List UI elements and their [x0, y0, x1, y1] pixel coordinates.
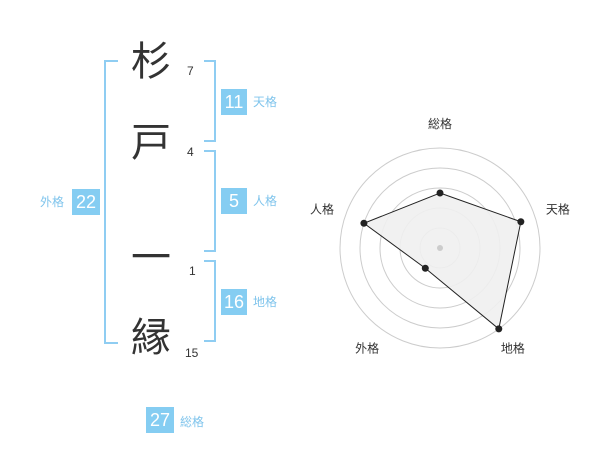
chikaku-bracket [204, 260, 216, 342]
soukaku-label: 総格 [180, 415, 205, 429]
radar-points [360, 189, 525, 333]
radar-axis-label: 地格 [501, 340, 525, 355]
chikaku-label: 地格 [253, 295, 278, 309]
radar-ring-5 [339, 147, 541, 349]
name-char-2: 戸 [131, 120, 171, 166]
stroke-count-4: 15 [185, 346, 199, 360]
radar-point [436, 189, 444, 197]
radar-point [360, 219, 368, 227]
radar-polygon [362, 192, 522, 330]
tenkaku-bracket [204, 60, 216, 142]
gaikaku-bracket [104, 60, 118, 344]
radar-axis-label: 人格 [310, 202, 334, 217]
name-char-1: 杉 [131, 39, 171, 85]
tenkaku-label: 天格 [253, 95, 278, 109]
radar-ring-4 [359, 167, 521, 329]
radar-point [495, 325, 503, 333]
jinkaku-bracket [204, 150, 216, 252]
stroke-count-2: 4 [187, 145, 194, 159]
gaikaku-value-badge: 22 [72, 189, 100, 215]
tenkaku-value-badge: 11 [221, 89, 247, 115]
radar-axis-label: 総格 [428, 116, 452, 131]
radar-center-dot [437, 245, 443, 251]
stroke-count-3: 1 [189, 264, 196, 278]
radar-point [421, 264, 429, 272]
soukaku-value-badge: 27 [146, 407, 174, 433]
chikaku-value-badge: 16 [221, 289, 247, 315]
name-char-3: 一 [131, 235, 171, 281]
gaikaku-label: 外格 [40, 195, 65, 209]
radar-point [517, 218, 525, 226]
name-char-4: 縁 [131, 315, 171, 361]
jinkaku-value-badge: 5 [221, 188, 247, 214]
radar-axis-label: 外格 [355, 340, 379, 355]
stroke-count-1: 7 [187, 64, 194, 78]
radar-axis-label: 天格 [546, 202, 570, 217]
jinkaku-label: 人格 [253, 194, 278, 208]
